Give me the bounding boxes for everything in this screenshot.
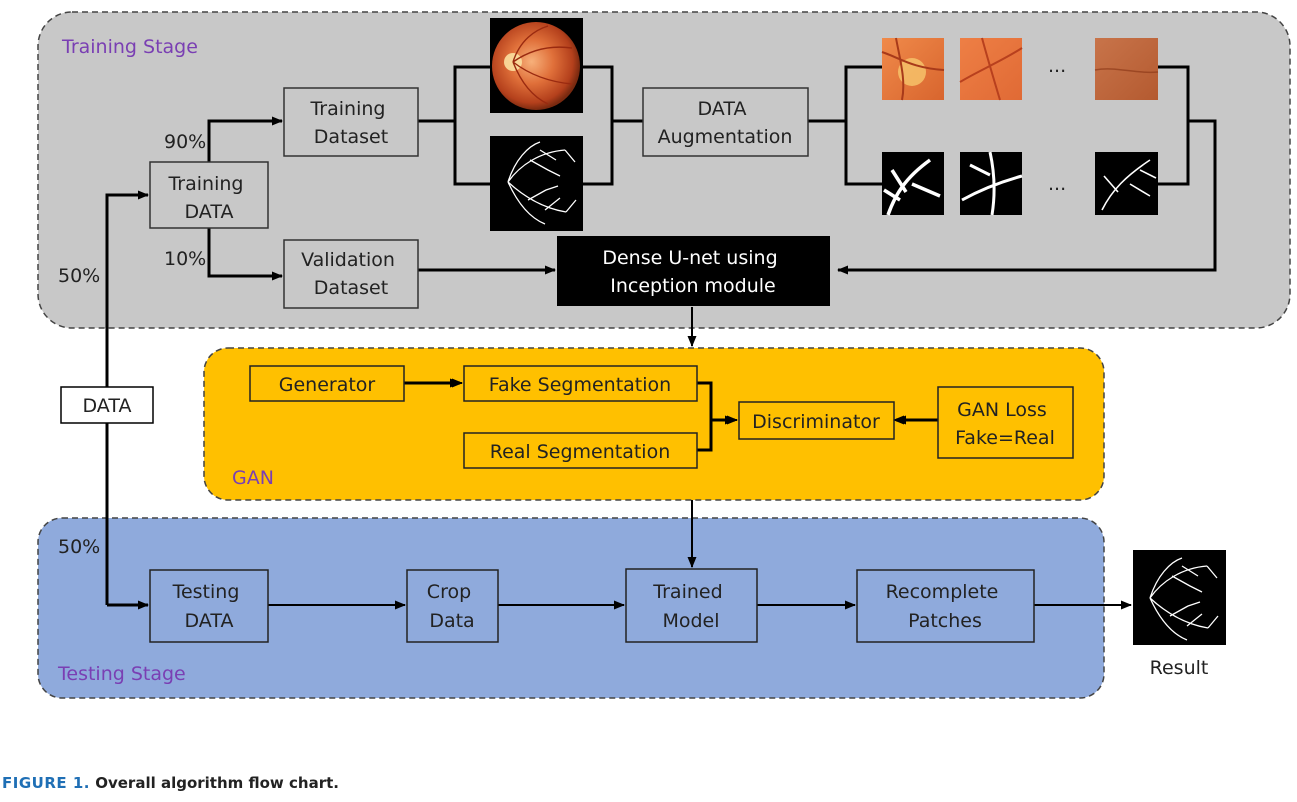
trained-model-label: Trained Model bbox=[652, 581, 728, 632]
training-data-line-2: DATA bbox=[185, 201, 234, 223]
gan-stage-region bbox=[203, 347, 1105, 501]
validation-dataset-line-2: Dataset bbox=[314, 277, 388, 299]
trained-model-line-1: Trained bbox=[652, 581, 722, 603]
mask-patch-2 bbox=[960, 151, 1023, 216]
testing-stage-label: Testing Stage bbox=[57, 663, 186, 685]
testing-data-box bbox=[149, 569, 269, 643]
line-patches-out bbox=[837, 119, 1217, 275]
validation-dataset-box bbox=[283, 239, 419, 309]
arrow-to-training-dataset bbox=[207, 116, 283, 162]
training-dataset-line-1: Training bbox=[309, 98, 385, 120]
figure-caption-text: Overall algorithm flow chart. bbox=[95, 774, 339, 792]
bracket-seg-thick bbox=[697, 381, 713, 452]
data-augmentation-line-1: DATA bbox=[698, 98, 747, 120]
ellipsis-bottom: ... bbox=[1048, 173, 1066, 195]
bracket-patches-right bbox=[1158, 65, 1190, 186]
training-data-label: Training DATA bbox=[167, 173, 249, 223]
bracket-images-right bbox=[583, 65, 614, 186]
discriminator-label: Discriminator bbox=[752, 411, 880, 433]
result-label: Result bbox=[1150, 657, 1209, 679]
bracket-patches-left bbox=[844, 65, 882, 186]
validation-dataset-label: Validation Dataset bbox=[301, 249, 401, 299]
real-segmentation-box bbox=[463, 432, 698, 469]
arrow-to-training-data bbox=[105, 190, 149, 605]
recomplete-patches-line-1: Recomplete bbox=[886, 581, 999, 603]
gan-loss-line-1: GAN Loss bbox=[957, 399, 1047, 421]
training-data-line-1: Training bbox=[167, 173, 243, 195]
dense-unet-label: Dense U-net using Inception module bbox=[602, 247, 783, 297]
training-dataset-line-2: Dataset bbox=[314, 126, 388, 148]
recomplete-patches-line-2: Patches bbox=[908, 610, 982, 632]
gan-loss-line-2: Fake=Real bbox=[955, 427, 1055, 449]
dense-unet-line-1: Dense U-net using bbox=[602, 247, 777, 269]
trained-model-box bbox=[625, 568, 758, 643]
vessel-mask-image bbox=[490, 136, 583, 231]
data-box bbox=[60, 386, 154, 424]
generator-box bbox=[249, 365, 405, 402]
pct-train-portion: 90% bbox=[164, 131, 206, 153]
fake-segmentation-box bbox=[463, 365, 698, 402]
connectors bbox=[105, 65, 1217, 610]
crop-data-line-2: Data bbox=[429, 610, 474, 632]
discriminator-box bbox=[738, 401, 895, 440]
pct-validation-portion: 10% bbox=[164, 248, 206, 270]
testing-data-label: Testing DATA bbox=[172, 581, 246, 632]
gan-loss-box bbox=[937, 386, 1074, 459]
crop-data-label: Crop Data bbox=[427, 581, 477, 632]
generator-label: Generator bbox=[279, 374, 376, 396]
trained-model-line-2: Model bbox=[662, 610, 719, 632]
training-data-box bbox=[149, 161, 269, 229]
gan-loss-label: GAN Loss Fake=Real bbox=[955, 399, 1055, 449]
data-label: DATA bbox=[83, 395, 132, 417]
training-dataset-box bbox=[283, 87, 419, 157]
testing-data-line-1: Testing bbox=[172, 581, 240, 603]
dense-unet-box bbox=[557, 236, 830, 306]
pct-training-split: 50% bbox=[58, 265, 100, 287]
pct-testing-split: 50% bbox=[58, 536, 100, 558]
recomplete-patches-label: Recomplete Patches bbox=[886, 581, 1005, 632]
training-dataset-label: Training Dataset bbox=[309, 98, 391, 148]
data-augmentation-line-2: Augmentation bbox=[658, 126, 793, 148]
flow-chart: Training Stage GAN Testing Stage bbox=[37, 11, 1291, 699]
testing-stage-region bbox=[37, 517, 1105, 699]
mask-patch-3 bbox=[1095, 152, 1158, 215]
gan-stage-label: GAN bbox=[232, 467, 274, 489]
arrow-to-validation-dataset bbox=[207, 228, 283, 281]
figure-caption: FIGURE 1. Overall algorithm flow chart. bbox=[2, 774, 339, 792]
data-augmentation-label: DATA Augmentation bbox=[658, 98, 793, 148]
data-augmentation-box bbox=[642, 87, 809, 157]
result-image bbox=[1133, 550, 1226, 645]
mask-patch-1 bbox=[882, 152, 944, 216]
real-segmentation-label: Real Segmentation bbox=[490, 441, 671, 463]
fake-segmentation-label: Fake Segmentation bbox=[489, 374, 671, 396]
validation-dataset-line-1: Validation bbox=[301, 249, 395, 271]
recomplete-patches-box bbox=[856, 569, 1035, 643]
training-stage-label: Training Stage bbox=[61, 36, 198, 58]
fundus-patch-2 bbox=[959, 37, 1023, 101]
gan-thick-arrows bbox=[404, 378, 938, 452]
fundus-patch-3 bbox=[1094, 38, 1159, 100]
bracket-images-left bbox=[453, 65, 490, 186]
crop-data-line-1: Crop bbox=[427, 581, 471, 603]
figure-label: FIGURE 1. bbox=[2, 774, 90, 792]
crop-data-box bbox=[406, 569, 499, 643]
fundus-patch-1 bbox=[881, 37, 945, 101]
ellipsis-top: ... bbox=[1048, 55, 1066, 77]
dense-unet-line-2: Inception module bbox=[610, 275, 775, 297]
testing-data-line-2: DATA bbox=[185, 610, 234, 632]
fundus-image bbox=[490, 18, 583, 113]
